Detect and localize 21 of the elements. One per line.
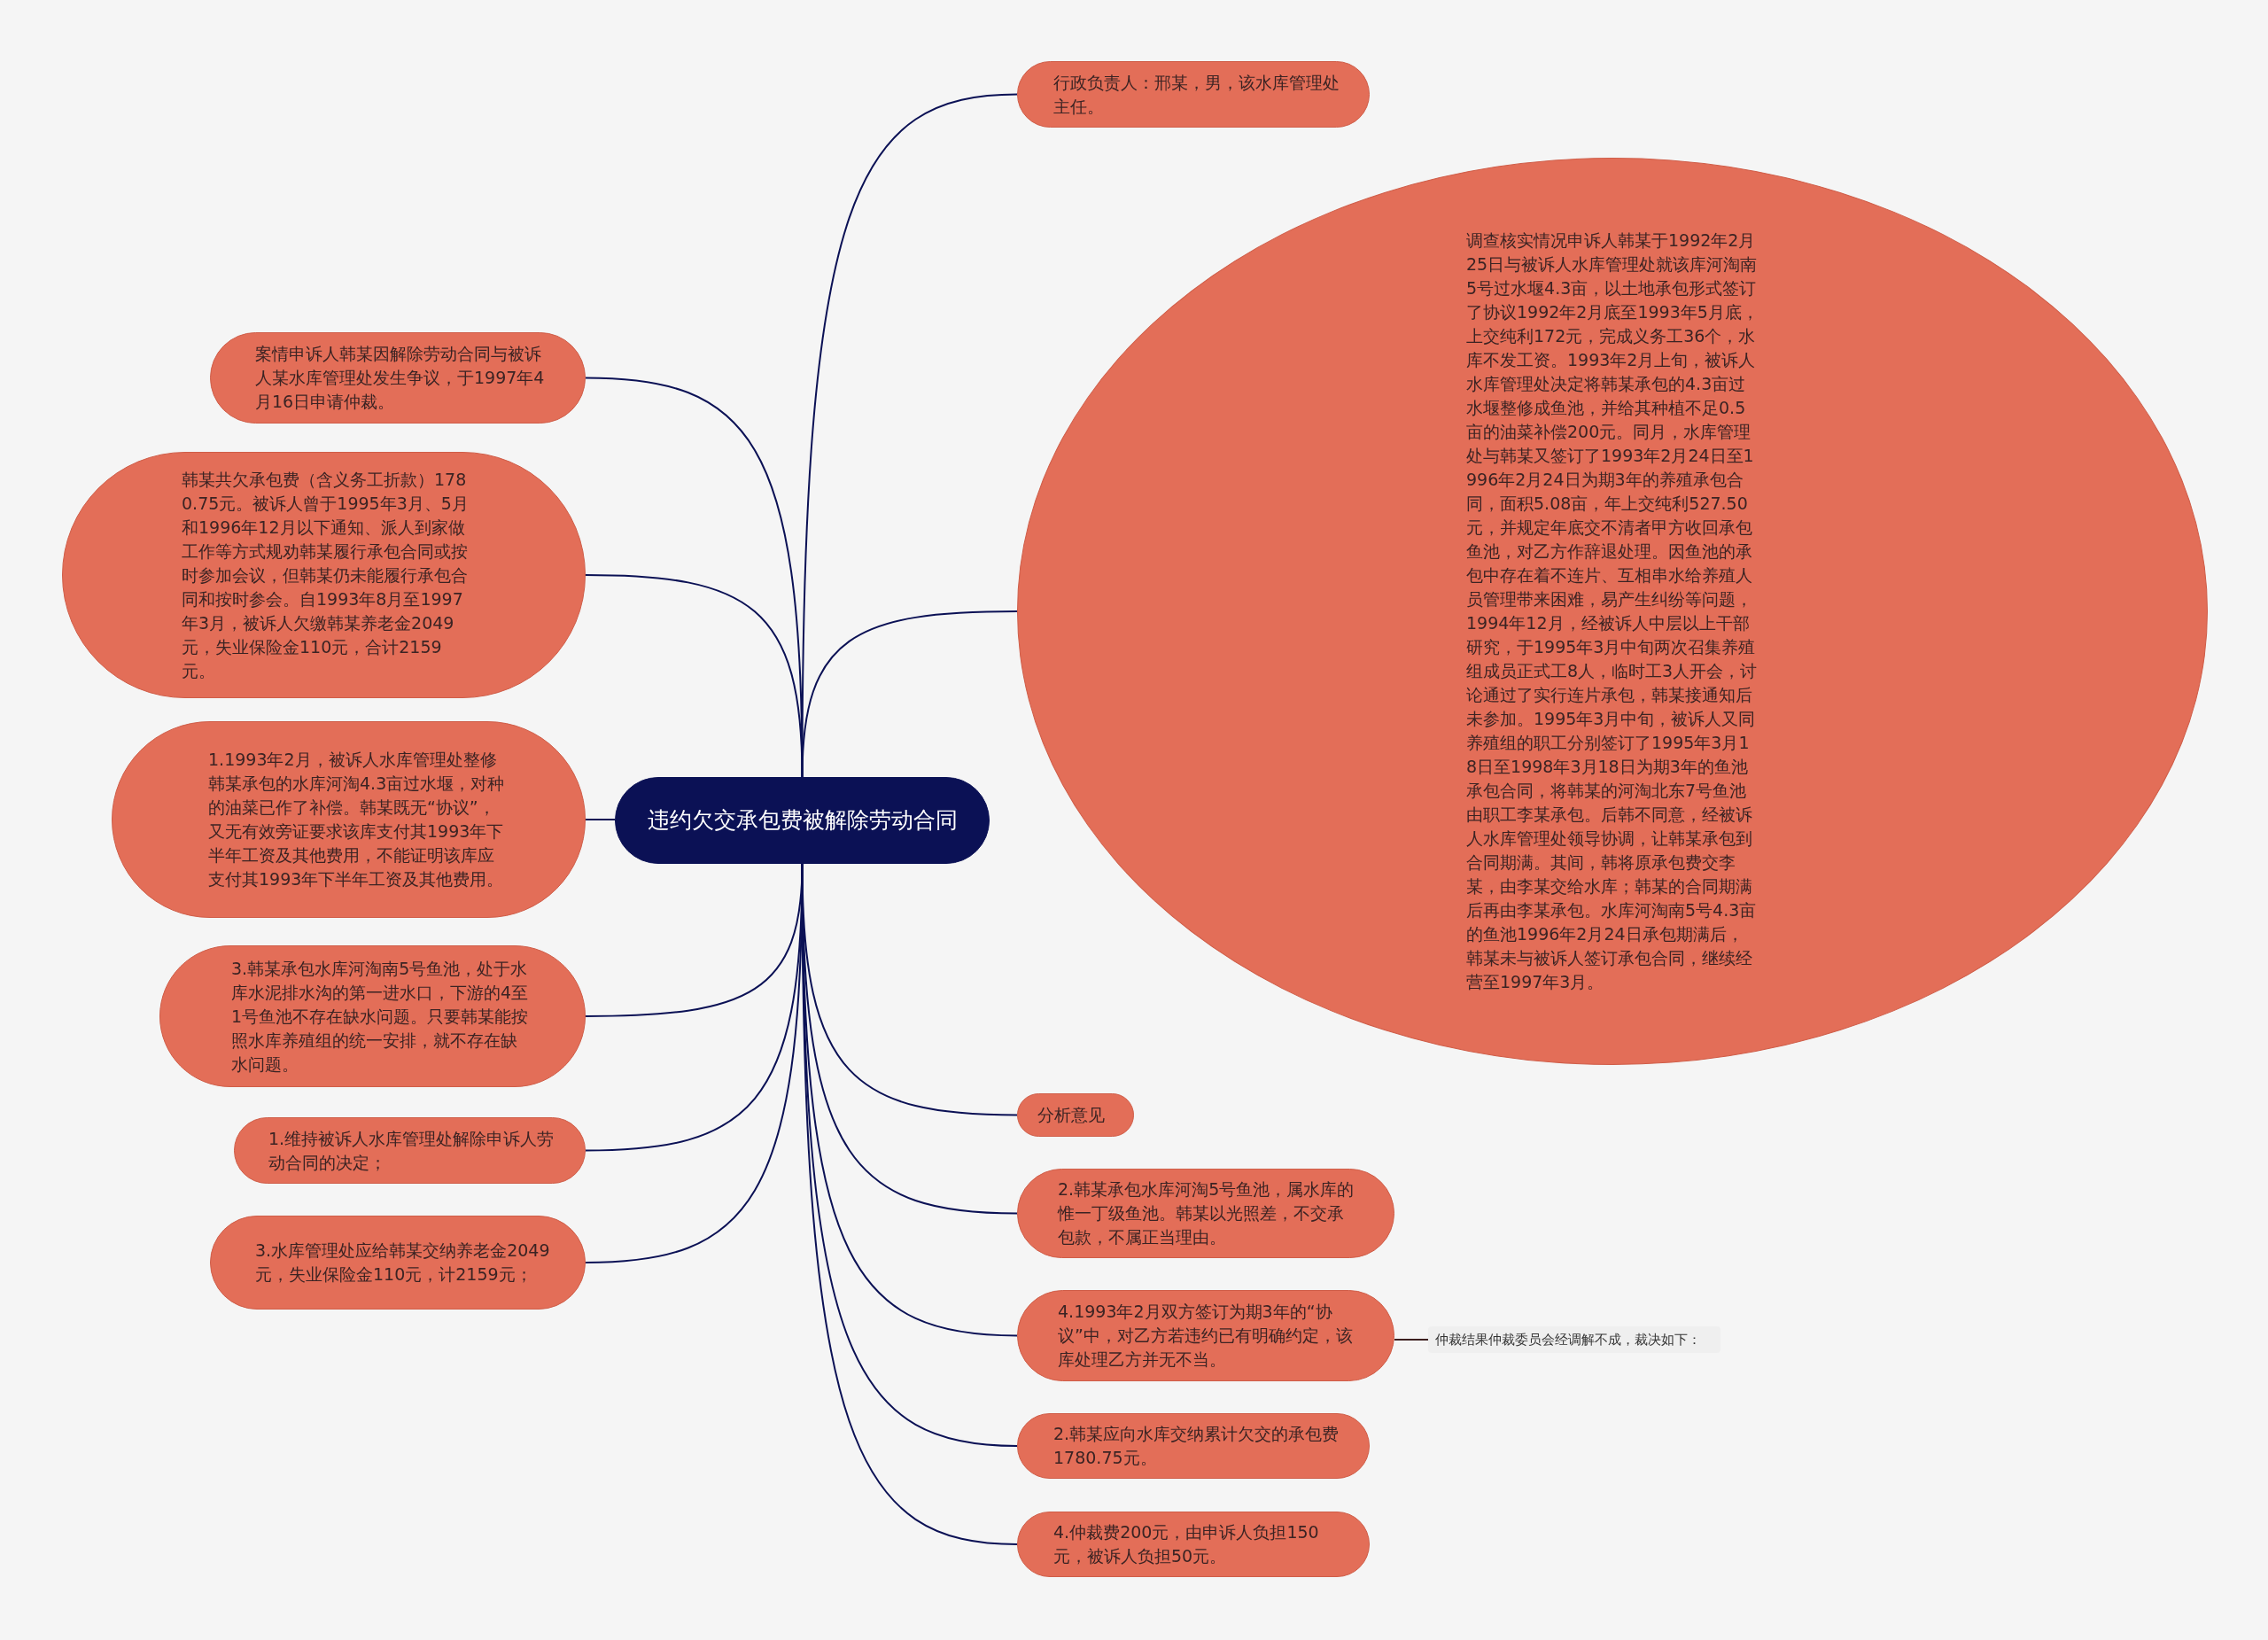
connector	[585, 819, 616, 820]
node-text: 违约欠交承包费被解除劳动合同	[646, 806, 959, 835]
node-text: 分析意见	[1037, 1104, 1106, 1126]
node-text: 2.韩某应向水库交纳累计欠交的承包费1780.75元。	[1053, 1423, 1340, 1469]
node-text: 2.韩某承包水库河淘5号鱼池，属水库的惟一丁级鱼池。韩某以光照差，不交承包款，不属正当理由。	[1058, 1178, 1355, 1248]
node-text: 4.仲裁费200元，由申诉人负担150元，被诉人负担50元。	[1053, 1521, 1320, 1567]
node-text: 行政负责人：邢某，男，该水库管理处主任。	[1053, 71, 1340, 118]
node-text: 3.韩某承包水库河淘南5号鱼池，处于水库水泥排水沟的第一进水口，下游的4至1号鱼池不存在缺水问题。只要韩某能按照水库养殖组的统一安排，就不存在缺水问题。	[231, 957, 530, 1076]
node-text: 4.1993年2月双方签订为期3年的“协议”中，对乙方若违约已有明确约定，该库处理乙方并无不当。	[1058, 1301, 1354, 1371]
connector	[585, 574, 804, 778]
note-label	[1428, 1326, 1720, 1353]
node-text: 调查核实情况申诉人韩某于1992年2月25日与被诉人水库管理处就该库河淘南5号过水堰4.3亩，以土地承包形式签订了协议1992年2月底至1993年5月底，上交纯利172元，完成义务工36个，水库不发工资。1993年2月上旬，被诉人水库管理处决定将韩某承包的4.3亩过水堰整修成鱼池，并给其种植不足0.5亩的油菜补偿200元。同月，水库管理处与韩某又签订了1993年2月24日至1996年2月24日为期3年的养殖承包合同，面积5.08亩，年上交纯利527.50元，并规定年底交不清者甲方收回承包鱼池，对乙方作辞退处理。因鱼池的承包中存在着不连片、互相串水给养殖人员管理带来困难，易产生纠纷等问题，1994年12月，经被诉人中层以上干部研究，于1995年3月中旬两次召集养殖组成员正式工8人，临时工3人开会，讨论通过了实行连片承包，韩某接通知后未参加。1995年3月中旬，被诉人又同养殖组的职工分别签订了1995年3月18日至1998年3月18日为期3年的鱼池承包合同，将韩某的河淘北东7号鱼池由职工李某承包。后韩不同意，经被诉人水库管理处领导协调，让韩某承包到合同期满。其间，韩将原承包费交李某，由李某交给水库；韩某的合同期满后再由李某承包。水库河淘南5号4.3亩的鱼池1996年2月24日承包期满后，韩某未与被诉人签订承包合同，继续经营至1997年3月。	[1466, 229, 1759, 993]
node-text: 韩某共欠承包费（含义务工折款）1780.75元。被诉人曾于1995年3月、5月和1996年12月以下通知、派人到家做工作等方式规劝韩某履行承包合同或按时参加会议，但韩某仍未能履行承包合同和按时参会。自1993年8月至1997年3月，被诉人欠缴韩某养老金2049元，失业保险金110元，合计2159元。	[182, 468, 470, 682]
topic-node	[1017, 1093, 1134, 1137]
node-text: 3.水库管理处应给韩某交纳养老金2049元，失业保险金110元，计2159元；	[255, 1240, 551, 1286]
connector	[801, 610, 1018, 778]
node-text: 1.1993年2月，被诉人水库管理处整修韩某承包的水库河淘4.3亩过水堰，对种的油菜已作了补偿。韩某既无“协议”，又无有效旁证要求该库支付其1993年下半年工资及其他费用，不能证明该库应支付其1993年下半年工资及其他费用。	[208, 749, 506, 890]
node-text: 仲裁结果仲裁委员会经调解不成，裁决如下：	[1435, 1331, 1702, 1349]
node-text: 1.维持被诉人水库管理处解除申诉人劳动合同的决定；	[268, 1127, 555, 1174]
connector	[1394, 1339, 1429, 1341]
node-text: 案情申诉人韩某因解除劳动合同与被诉人某水库管理处发生争议，于1997年4月16日申请仲裁。	[255, 343, 546, 413]
